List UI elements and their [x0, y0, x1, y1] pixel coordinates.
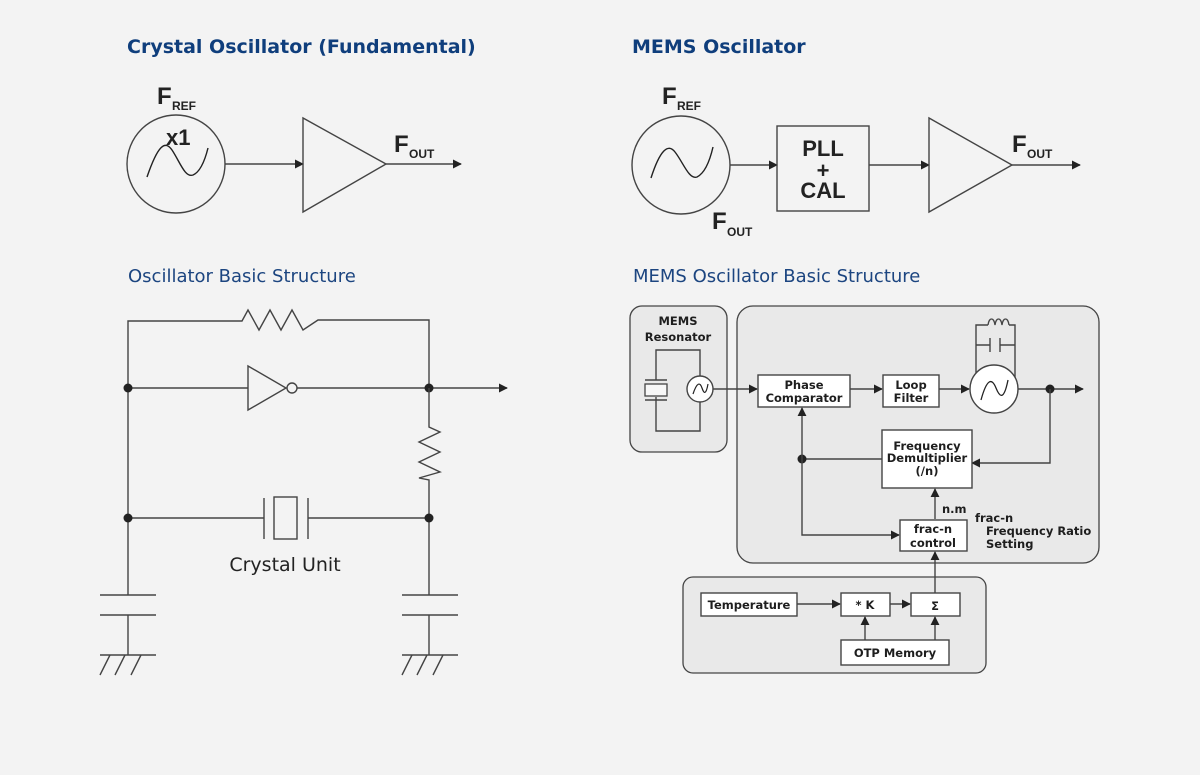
otp-memory-block — [840, 639, 950, 666]
crystal-fref-label: F REF — [157, 83, 196, 113]
frequency-demultiplier-block — [881, 429, 973, 489]
resonator-circuit — [644, 349, 714, 432]
node-to-fracn-wire — [801, 459, 900, 540]
phase-comparator-line2: Comparator — [766, 391, 843, 405]
fracn-note-line1: frac-n — [975, 511, 1013, 525]
mems-resonator-panel — [629, 305, 728, 453]
svg-text:OUT: OUT — [1027, 147, 1053, 161]
svg-text:OUT: OUT — [727, 225, 753, 239]
mems-fout-label: F OUT — [1012, 131, 1053, 161]
pll-cal-block — [776, 125, 870, 212]
phase-comparator-block — [757, 374, 851, 408]
nm-label: n.m — [942, 502, 967, 516]
fracn-control-line1: frac-n — [914, 522, 952, 536]
svg-text:F: F — [662, 83, 677, 110]
crystal-oscillator-title: Crystal Oscillator (Fundamental) — [127, 36, 476, 58]
series-resistor-icon — [417, 388, 442, 590]
fracn-note-line3: Setting — [986, 537, 1033, 551]
resonator-label-line2: Resonator — [645, 330, 712, 344]
amplifier-icon — [302, 116, 388, 214]
inverter-icon — [247, 364, 288, 412]
sum-block — [910, 592, 961, 617]
demultiplier-line3: (/n) — [916, 464, 939, 478]
fracn-note-line2: Frequency Ratio — [986, 524, 1091, 538]
pll-plus-label: + — [817, 158, 830, 183]
svg-text:F: F — [157, 83, 172, 110]
capacitor-icon — [976, 338, 1015, 352]
mems-resonator-icon — [644, 383, 668, 397]
temperature-label: Temperature — [708, 598, 791, 612]
mems-osc-fout-label: F OUT — [712, 208, 753, 239]
svg-text:REF: REF — [677, 99, 701, 113]
sum-label: Σ — [931, 599, 939, 613]
mems-structure-subtitle: MEMS Oscillator Basic Structure — [633, 266, 920, 287]
svg-text:REF: REF — [172, 99, 196, 113]
svg-text:OUT: OUT — [409, 147, 435, 161]
oscillator-structure-subtitle: Oscillator Basic Structure — [128, 266, 356, 287]
demultiplier-line2: Demultiplier — [887, 451, 968, 465]
crystal-unit-icon — [273, 496, 298, 540]
resonator-label-line1: MEMS — [658, 314, 697, 328]
mems-amplifier-icon — [928, 116, 1014, 214]
loop-filter-line2: Filter — [894, 391, 929, 405]
mems-reference-oscillator-icon — [631, 115, 731, 215]
svg-text:F: F — [394, 131, 409, 158]
mems-oscillator-title: MEMS Oscillator — [632, 36, 806, 58]
loop-filter-block — [882, 374, 940, 408]
cal-label: CAL — [800, 178, 845, 203]
demultiplier-line1: Frequency — [893, 439, 961, 453]
oscillator-circuit — [99, 308, 508, 676]
feedback-resistor-icon — [127, 308, 430, 590]
svg-text:F: F — [1012, 131, 1027, 158]
phase-comparator-line1: Phase — [784, 378, 823, 392]
sine-source-icon — [686, 375, 714, 403]
pll-label: PLL — [802, 136, 844, 161]
crystal-fout-label: F OUT — [394, 131, 435, 161]
fracn-control-line2: control — [910, 536, 956, 550]
mems-fref-label: F REF — [662, 83, 701, 113]
loop-filter-line1: Loop — [895, 378, 926, 392]
k-multiplier-label: * K — [856, 598, 876, 612]
feedback-wire — [971, 389, 1051, 468]
otp-memory-label: OTP Memory — [854, 646, 937, 660]
svg-text:F: F — [712, 208, 727, 235]
multiplier-label: x1 — [166, 125, 190, 150]
fracn-control-block — [899, 519, 968, 552]
crystal-unit-label: Crystal Unit — [229, 554, 340, 576]
vco-icon — [969, 318, 1019, 414]
inductor-icon — [987, 318, 1010, 326]
